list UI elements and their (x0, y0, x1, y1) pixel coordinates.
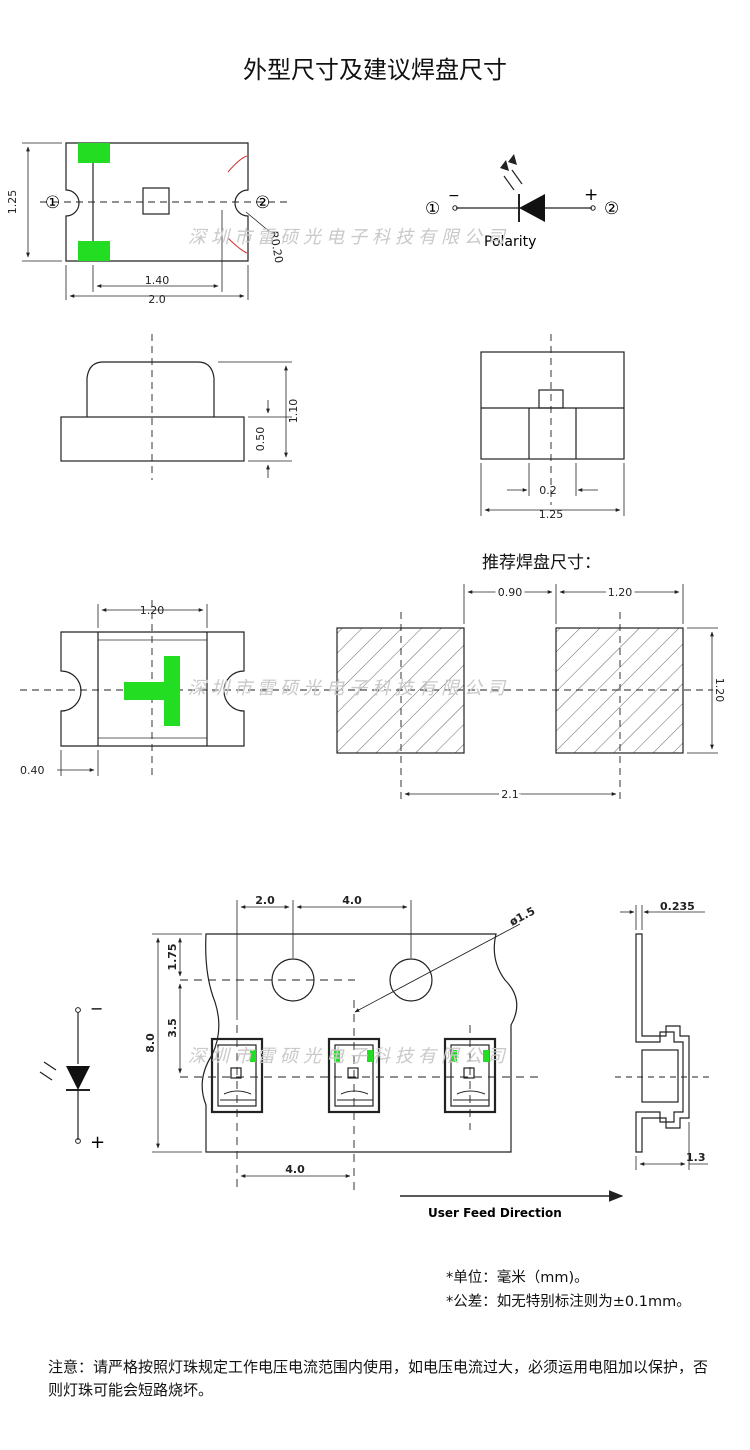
end-view (480, 334, 625, 516)
tape-diode-symbol (39, 1012, 90, 1140)
tape-led-green-2a (334, 1050, 340, 1062)
top-view (22, 142, 290, 300)
emission-arrow-1 (500, 160, 509, 171)
pad-dim-pad-height: 1.20 (713, 678, 726, 703)
side-view (60, 334, 292, 480)
polarity-plus: + (584, 185, 598, 205)
tape-dim-hole: ø1.5 (507, 904, 537, 928)
top-view-radius: R0.20 (267, 230, 285, 264)
tape-dim-e: 8.0 (144, 1033, 157, 1053)
tape-led-green-1a (250, 1050, 256, 1062)
tape-led-green-3b (483, 1050, 489, 1062)
tape-dim-depth: 1.3 (686, 1151, 706, 1164)
pad-layout (300, 584, 720, 800)
usage-notice: 注意：请严格按照灯珠规定工作电压电流范围内使用，如电压电流过大，必须运用电阻加以… (48, 1358, 709, 1399)
top-view-pad-green-2 (78, 241, 110, 261)
tape-led-green-3a (451, 1050, 457, 1062)
watermark-3: 深圳市雷硕光电子科技有限公司 (188, 1046, 510, 1067)
polarity-node-left (452, 205, 458, 211)
tape-dim-b: 4.0 (342, 894, 362, 907)
polarity-symbol (456, 169, 592, 222)
polarity-pin1: ① (425, 199, 440, 219)
tape-dim-c: 1.75 (166, 943, 179, 970)
polarity-label: Polarity (484, 234, 536, 250)
watermark-1: 深圳市雷硕光电子科技有限公司 (188, 227, 510, 248)
tape-diode-plus: + (90, 1132, 105, 1153)
tape-led-green-2b (367, 1050, 373, 1062)
bottom-view-dim-pad-edge: 0.40 (20, 764, 45, 777)
bottom-view-dim-pad-span: 1.20 (140, 604, 165, 617)
tape-dim-a: 2.0 (255, 894, 275, 907)
pad-dim-pad-width: 1.20 (608, 586, 633, 599)
tape-dim-f: 4.0 (285, 1163, 305, 1176)
end-view-dim-width: 1.25 (539, 508, 564, 521)
emission-arrow-2 (508, 154, 517, 165)
top-view-dim-width: 2.0 (148, 293, 166, 306)
unit-note: *单位：毫米（mm)。 (446, 1270, 589, 1286)
tape-side-profile (615, 905, 710, 1170)
side-view-dim-total: 1.10 (287, 399, 300, 424)
top-view-dim-inner: 1.40 (145, 274, 170, 287)
tape-diode-node-top (75, 1007, 81, 1013)
top-view-pin2: ② (255, 193, 270, 213)
tape-diode-minus: − (90, 999, 103, 1018)
tape-diode-node-bottom (75, 1138, 81, 1144)
polarity-minus: − (448, 188, 460, 204)
pad-dim-pitch: 2.1 (501, 788, 519, 801)
top-view-pad-green-1 (78, 143, 110, 163)
tape-feed-direction: User Feed Direction (428, 1206, 562, 1220)
top-view-dim-height: 1.25 (6, 190, 19, 215)
end-view-dim-chip: 0.2 (539, 484, 557, 497)
diode-triangle (519, 194, 545, 222)
watermark-2: 深圳市雷硕光电子科技有限公司 (188, 678, 510, 699)
side-view-dim-body: 0.50 (254, 427, 267, 452)
tape-drawing (152, 900, 624, 1202)
pad-dim-gap: 0.90 (498, 586, 523, 599)
bottom-view-polarity-mark (124, 656, 180, 726)
tape-dim-thickness: 0.235 (660, 900, 695, 913)
tape-dim-d: 3.5 (166, 1018, 179, 1038)
top-view-pin1: ① (45, 193, 60, 213)
pad-title: 推荐焊盘尺寸： (482, 553, 601, 573)
polarity-node-right (590, 205, 596, 211)
polarity-pin2: ② (604, 199, 619, 219)
page-title: 外型尺寸及建议焊盘尺寸 (243, 56, 507, 84)
tape-diode-triangle (66, 1066, 90, 1090)
tolerance-note: *公差：如无特别标注则为±0.1mm。 (446, 1294, 691, 1310)
